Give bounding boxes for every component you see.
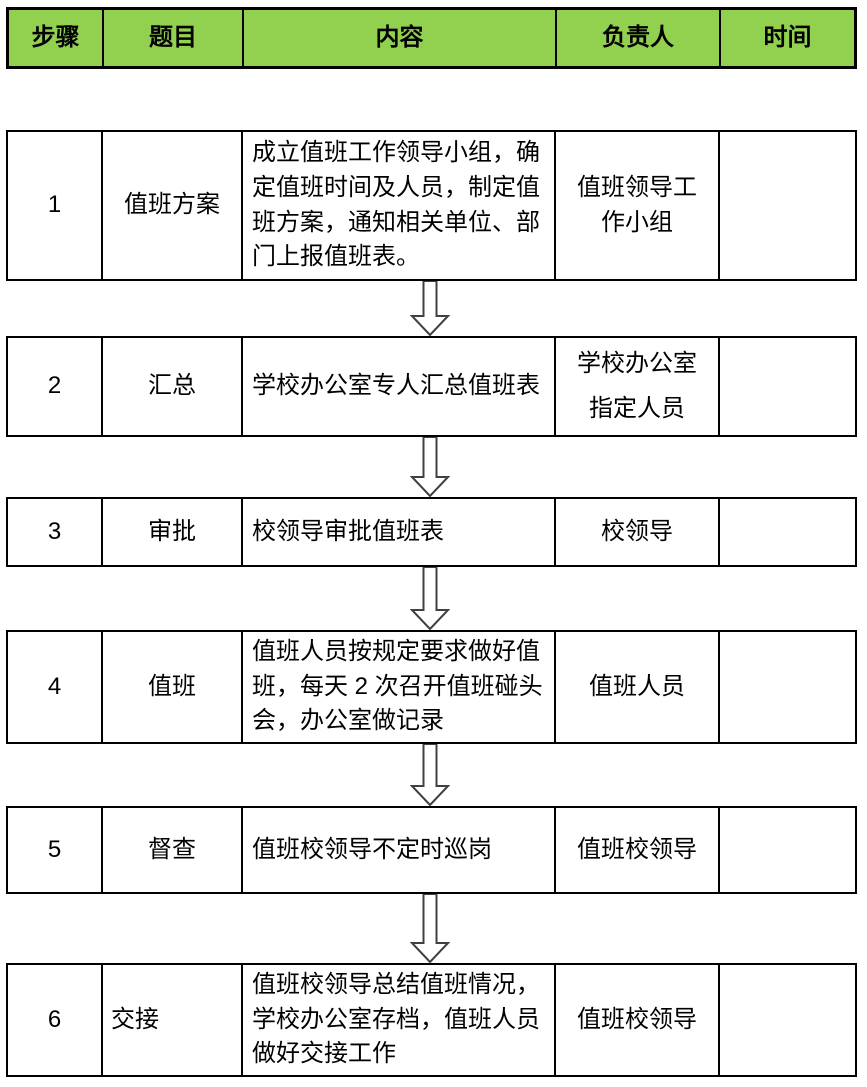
down-arrow-icon (410, 894, 450, 963)
time-cell (720, 965, 855, 1075)
table-row-5: 5 督查 值班校领导不定时巡岗 值班校领导 (6, 806, 857, 894)
title-cell: 汇总 (103, 338, 243, 435)
content-cell: 学校办公室专人汇总值班表 (243, 338, 556, 435)
responsible-cell: 值班人员 (556, 632, 720, 742)
table-row-4: 4 值班 值班人员按规定要求做好值班，每天 2 次召开值班碰头会，办公室做记录 … (6, 630, 857, 744)
time-cell (720, 632, 855, 742)
table-row-3: 3 审批 校领导审批值班表 校领导 (6, 497, 857, 567)
time-cell (720, 132, 855, 279)
title-cell: 值班方案 (103, 132, 243, 279)
content-cell: 值班校领导不定时巡岗 (243, 808, 556, 892)
title-cell: 审批 (103, 499, 243, 565)
table-row-1: 1 值班方案 成立值班工作领导小组，确定值班时间及人员，制定值班方案，通知相关单… (6, 130, 857, 281)
header-cell-step: 步骤 (9, 10, 104, 66)
responsible-cell: 值班领导工作小组 (556, 132, 720, 279)
step-cell: 5 (8, 808, 103, 892)
step-cell: 6 (8, 965, 103, 1075)
responsible-line-1: 学校办公室 (577, 350, 697, 378)
table-row-6: 6 交接 值班校领导总结值班情况，学校办公室存档，值班人员做好交接工作 值班校领… (6, 963, 857, 1077)
down-arrow-icon (410, 281, 450, 336)
step-cell: 4 (8, 632, 103, 742)
title-cell: 值班 (103, 632, 243, 742)
header-cell-responsible: 负责人 (557, 10, 721, 66)
step-cell: 3 (8, 499, 103, 565)
step-cell: 1 (8, 132, 103, 279)
responsible-cell: 校领导 (556, 499, 720, 565)
header-cell-time: 时间 (763, 23, 812, 51)
step-cell: 2 (8, 338, 103, 435)
responsible-cell: 值班校领导 (556, 965, 720, 1075)
table-header-row: 步骤 题目 内容 负责人 时间 (6, 7, 857, 69)
header-cell-content: 内容 (244, 10, 557, 66)
content-cell: 值班校领导总结值班情况，学校办公室存档，值班人员做好交接工作 (243, 965, 556, 1075)
responsible-line-2: 指定人员 (589, 394, 685, 422)
down-arrow-icon (410, 567, 450, 630)
content-cell: 值班人员按规定要求做好值班，每天 2 次召开值班碰头会，办公室做记录 (243, 632, 556, 742)
title-cell: 交接 (103, 965, 243, 1075)
time-cell (720, 338, 855, 435)
content-cell: 成立值班工作领导小组，确定值班时间及人员，制定值班方案，通知相关单位、部门上报值… (243, 132, 556, 279)
down-arrow-icon (410, 437, 450, 497)
down-arrow-icon (410, 744, 450, 806)
header-cell-title: 题目 (104, 10, 244, 66)
time-cell (720, 808, 855, 892)
responsible-cell: 学校办公室 指定人员 (556, 338, 720, 435)
title-cell: 督查 (103, 808, 243, 892)
table-row-2: 2 汇总 学校办公室专人汇总值班表 学校办公室 指定人员 (6, 336, 857, 437)
content-cell: 校领导审批值班表 (243, 499, 556, 565)
responsible-cell: 值班校领导 (556, 808, 720, 892)
time-cell (720, 499, 855, 565)
